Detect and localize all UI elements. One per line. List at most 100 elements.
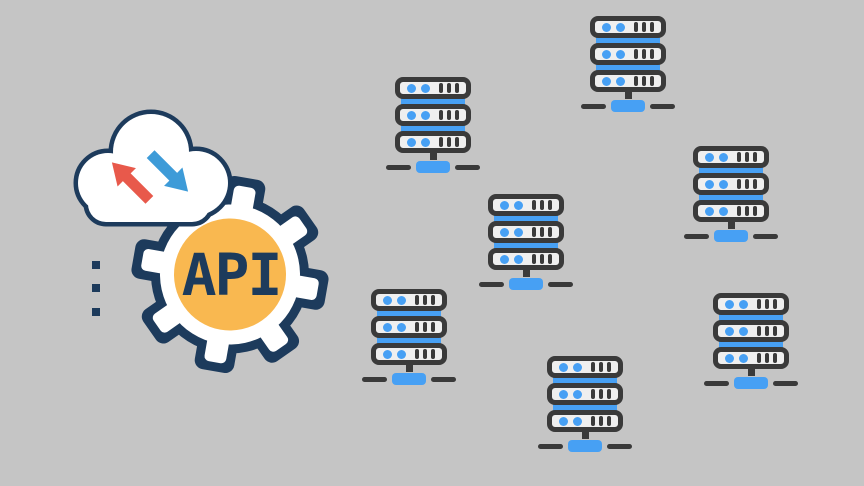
network-cable-icon: [684, 233, 709, 239]
upload-arrow-icon: [111, 162, 154, 204]
led-dot-icon: [397, 322, 406, 332]
server-base: [684, 230, 778, 242]
vent-bars-icon: [415, 295, 435, 305]
led-dot-icon: [383, 349, 392, 359]
led-dot-icon: [725, 299, 734, 309]
server-stand-icon: [581, 430, 589, 439]
led-dot-icon: [397, 295, 406, 305]
server-connector: [596, 62, 660, 73]
server-unit: [713, 320, 789, 342]
server-unit: [590, 43, 666, 65]
server-unit: [590, 70, 666, 92]
server-stand-icon: [405, 363, 413, 372]
led-dot-icon: [616, 22, 625, 32]
api-badge-svg: API: [73, 109, 329, 374]
led-dot-icon: [421, 110, 430, 120]
vent-bars-icon: [591, 362, 611, 372]
server-4: [479, 194, 573, 290]
server-stand-icon: [429, 151, 437, 160]
led-dot-icon: [383, 322, 392, 332]
server-7: [538, 356, 632, 452]
led-dot-icon: [397, 349, 406, 359]
server-unit: [693, 173, 769, 195]
led-dot-icon: [616, 76, 625, 86]
network-cable-icon: [650, 103, 675, 109]
server-unit: [395, 104, 471, 126]
led-dot-icon: [500, 200, 509, 210]
server-connector: [719, 312, 783, 323]
network-port-icon: [611, 100, 645, 112]
server-unit: [488, 194, 564, 216]
network-cable-icon: [581, 103, 606, 109]
server-rack: [395, 77, 471, 153]
server-unit: [693, 200, 769, 222]
vent-bars-icon: [439, 83, 459, 93]
network-cable-icon: [548, 281, 573, 287]
server-unit: [395, 131, 471, 153]
server-stand-icon: [727, 220, 735, 229]
server-connector: [553, 402, 617, 413]
network-port-icon: [509, 278, 543, 290]
led-dot-icon: [719, 179, 728, 189]
server-rack: [590, 16, 666, 92]
server-connector: [699, 165, 763, 176]
server-3: [684, 146, 778, 242]
server-rack: [371, 289, 447, 365]
server-rack: [547, 356, 623, 432]
vent-bars-icon: [415, 349, 435, 359]
server-unit: [547, 356, 623, 378]
led-dot-icon: [514, 254, 523, 264]
server-unit: [488, 248, 564, 270]
server-unit: [590, 16, 666, 38]
network-cable-icon: [431, 376, 456, 382]
led-dot-icon: [719, 206, 728, 216]
server-unit: [547, 410, 623, 432]
vent-bars-icon: [591, 389, 611, 399]
server-connector: [719, 339, 783, 350]
server-connector: [699, 192, 763, 203]
led-dot-icon: [739, 353, 748, 363]
server-unit: [371, 316, 447, 338]
network-cable-icon: [773, 380, 798, 386]
vent-bars-icon: [439, 137, 459, 147]
ellipsis-dots-icon: [92, 261, 100, 316]
vent-bars-icon: [737, 206, 757, 216]
network-cable-icon: [455, 164, 480, 170]
led-dot-icon: [500, 227, 509, 237]
led-dot-icon: [559, 389, 568, 399]
server-connector: [494, 240, 558, 251]
api-label: API: [182, 241, 281, 309]
led-dot-icon: [514, 200, 523, 210]
server-connector: [401, 123, 465, 134]
server-unit: [713, 347, 789, 369]
vent-bars-icon: [757, 299, 777, 309]
network-cable-icon: [538, 443, 563, 449]
vent-bars-icon: [532, 254, 552, 264]
vent-bars-icon: [415, 322, 435, 332]
led-dot-icon: [421, 137, 430, 147]
server-rack: [488, 194, 564, 270]
api-badge-circle: [174, 218, 286, 331]
network-cable-icon: [479, 281, 504, 287]
vent-bars-icon: [634, 22, 654, 32]
led-dot-icon: [602, 76, 611, 86]
server-connector: [596, 35, 660, 46]
led-dot-icon: [559, 362, 568, 372]
network-cable-icon: [362, 376, 387, 382]
led-dot-icon: [739, 326, 748, 336]
network-cable-icon: [607, 443, 632, 449]
server-5: [362, 289, 456, 385]
server-base: [386, 161, 480, 173]
network-cable-icon: [753, 233, 778, 239]
led-dot-icon: [573, 362, 582, 372]
server-base: [362, 373, 456, 385]
led-dot-icon: [705, 206, 714, 216]
server-unit: [713, 293, 789, 315]
server-unit: [488, 221, 564, 243]
vent-bars-icon: [757, 353, 777, 363]
server-connector: [377, 308, 441, 319]
network-port-icon: [568, 440, 602, 452]
network-cable-icon: [386, 164, 411, 170]
led-dot-icon: [407, 137, 416, 147]
